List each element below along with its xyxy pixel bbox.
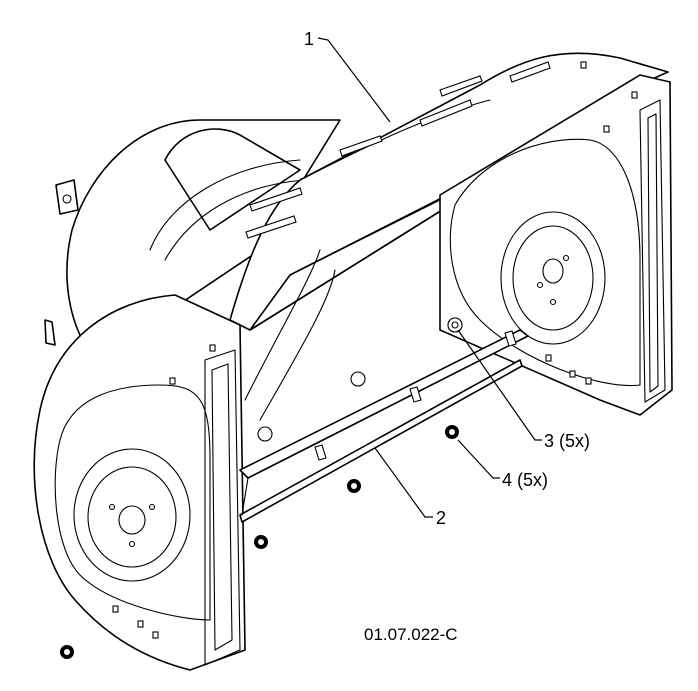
leader-3 (457, 329, 542, 441)
right-side-plate (439, 61, 673, 416)
leader-2 (374, 447, 433, 518)
housing-drum (44, 119, 341, 361)
callout-4: 4 (5x) (502, 470, 548, 490)
carriage-bolts (447, 317, 463, 333)
nut-2 (347, 479, 361, 493)
hex-nuts (60, 425, 459, 659)
callout-3: 3 (5x) (544, 431, 590, 451)
left-side-plate (33, 294, 246, 671)
callout-2: 2 (436, 508, 446, 528)
leader-1 (317, 37, 391, 123)
leader-4 (457, 439, 500, 479)
nut-4 (60, 645, 74, 659)
bottom-wear-bar (239, 329, 529, 523)
leader-lines (317, 37, 542, 518)
callout-1: 1 (304, 29, 314, 49)
nut-3 (254, 535, 268, 549)
nut-1 (445, 425, 459, 439)
drawing-code: 01.07.022-C (364, 625, 458, 644)
